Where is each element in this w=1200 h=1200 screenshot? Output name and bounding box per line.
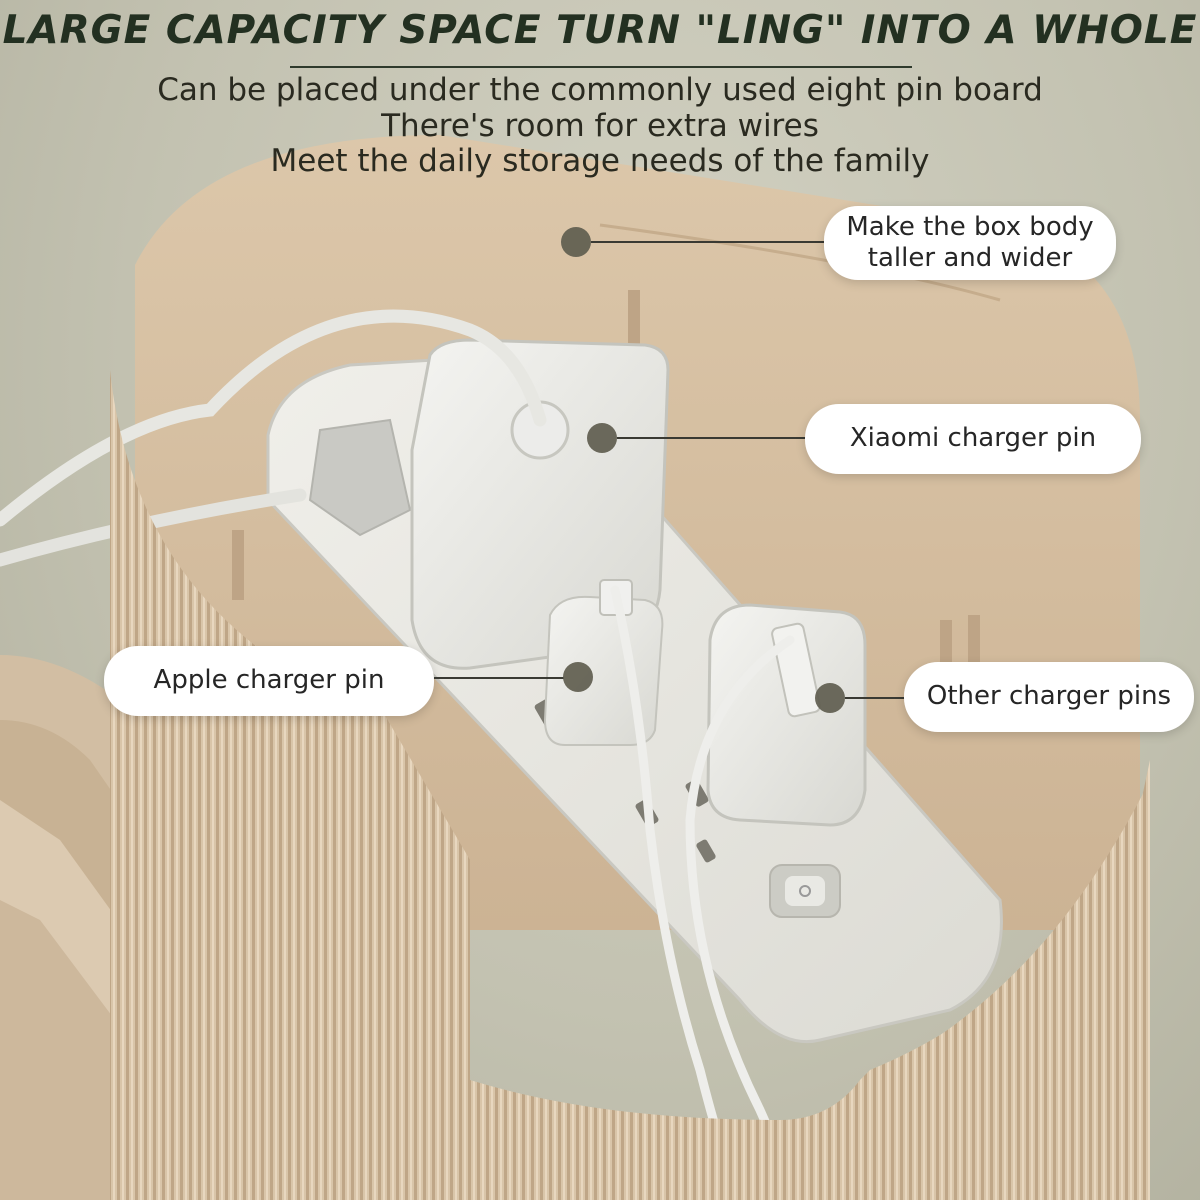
apple-marker xyxy=(563,662,593,692)
callout-apple: Apple charger pin xyxy=(104,646,434,716)
callout-box-body-line-2: taller and wider xyxy=(867,243,1073,273)
other-marker xyxy=(815,683,845,713)
callout-box-body-line-1: Make the box body xyxy=(846,211,1094,242)
headline: LARGE CAPACITY SPACE TURN "LING" INTO A … xyxy=(2,8,1198,53)
box-front-wall xyxy=(110,370,1150,1200)
box-body-marker xyxy=(561,227,591,257)
callout-other: Other charger pins xyxy=(904,662,1194,732)
subtitle-line-3: Meet the daily storage needs of the fami… xyxy=(270,143,930,179)
subtitle-line-2: There's room for extra wires xyxy=(381,108,819,144)
subtitle-line-1: Can be placed under the commonly used ei… xyxy=(157,72,1043,108)
callout-box-body: Make the box body taller and wider xyxy=(824,206,1116,280)
xiaomi-leader xyxy=(617,437,807,439)
apple-leader xyxy=(434,677,564,679)
callout-xiaomi: Xiaomi charger pin xyxy=(805,404,1141,474)
other-leader xyxy=(845,697,907,699)
apple-charger xyxy=(543,579,664,746)
box-body-leader xyxy=(591,241,825,243)
headline-divider xyxy=(290,66,912,68)
xiaomi-marker xyxy=(587,423,617,453)
